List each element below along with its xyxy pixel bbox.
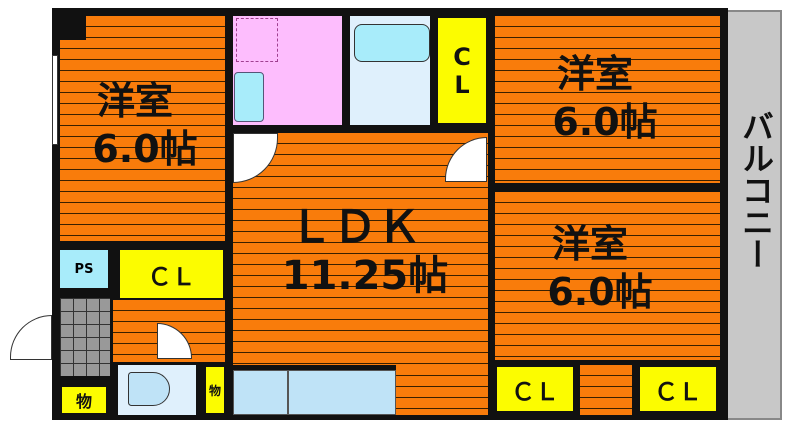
closet-room-1: ＣＬ — [118, 248, 225, 300]
window — [52, 55, 58, 145]
western-room-2 — [495, 16, 720, 183]
ldk-name: ＬＤＫ — [289, 202, 421, 253]
closet-label-l: L — [454, 70, 470, 99]
closet-room-3a: ＣＬ — [495, 365, 575, 413]
western-room-2-size: 6.0帖 — [552, 100, 658, 144]
storage-label: 物 — [75, 392, 92, 411]
kitchen-sink — [288, 370, 396, 415]
western-room-3-size: 6.0帖 — [547, 270, 653, 314]
storage-2: 物 — [204, 365, 226, 415]
western-room-3-name: 洋室 — [551, 222, 628, 266]
washing-machine-space — [236, 18, 278, 62]
western-room-1-name: 洋室 — [96, 79, 173, 123]
ldk-size: 11.25帖 — [281, 253, 449, 299]
ps: PS — [60, 250, 108, 288]
entrance-door[interactable] — [10, 315, 52, 360]
closet-room-3b: ＣＬ — [638, 365, 718, 413]
ldk-lower — [396, 365, 488, 415]
closet-top: C L — [436, 16, 488, 125]
western-room-1 — [60, 16, 225, 241]
western-room-1-size: 6.0帖 — [92, 127, 198, 171]
closet-label: ＣＬ — [654, 377, 702, 406]
kitchen-stove — [233, 370, 288, 415]
ps-label: PS — [74, 261, 94, 277]
toilet — [128, 372, 170, 406]
storage-1: 物 — [60, 385, 108, 415]
closet-label-c: C — [453, 42, 471, 71]
bathtub — [354, 24, 430, 62]
pillar — [60, 16, 86, 40]
closet-label: ＣＬ — [147, 262, 196, 291]
hall-strip — [580, 365, 632, 415]
balcony-label: バルコニー — [737, 110, 775, 270]
entrance — [60, 298, 110, 376]
closet-label: ＣＬ — [511, 377, 559, 406]
washbasin — [234, 72, 264, 122]
western-room-2-name: 洋室 — [556, 52, 633, 96]
western-room-3 — [495, 192, 720, 360]
storage-label: 物 — [208, 383, 221, 398]
